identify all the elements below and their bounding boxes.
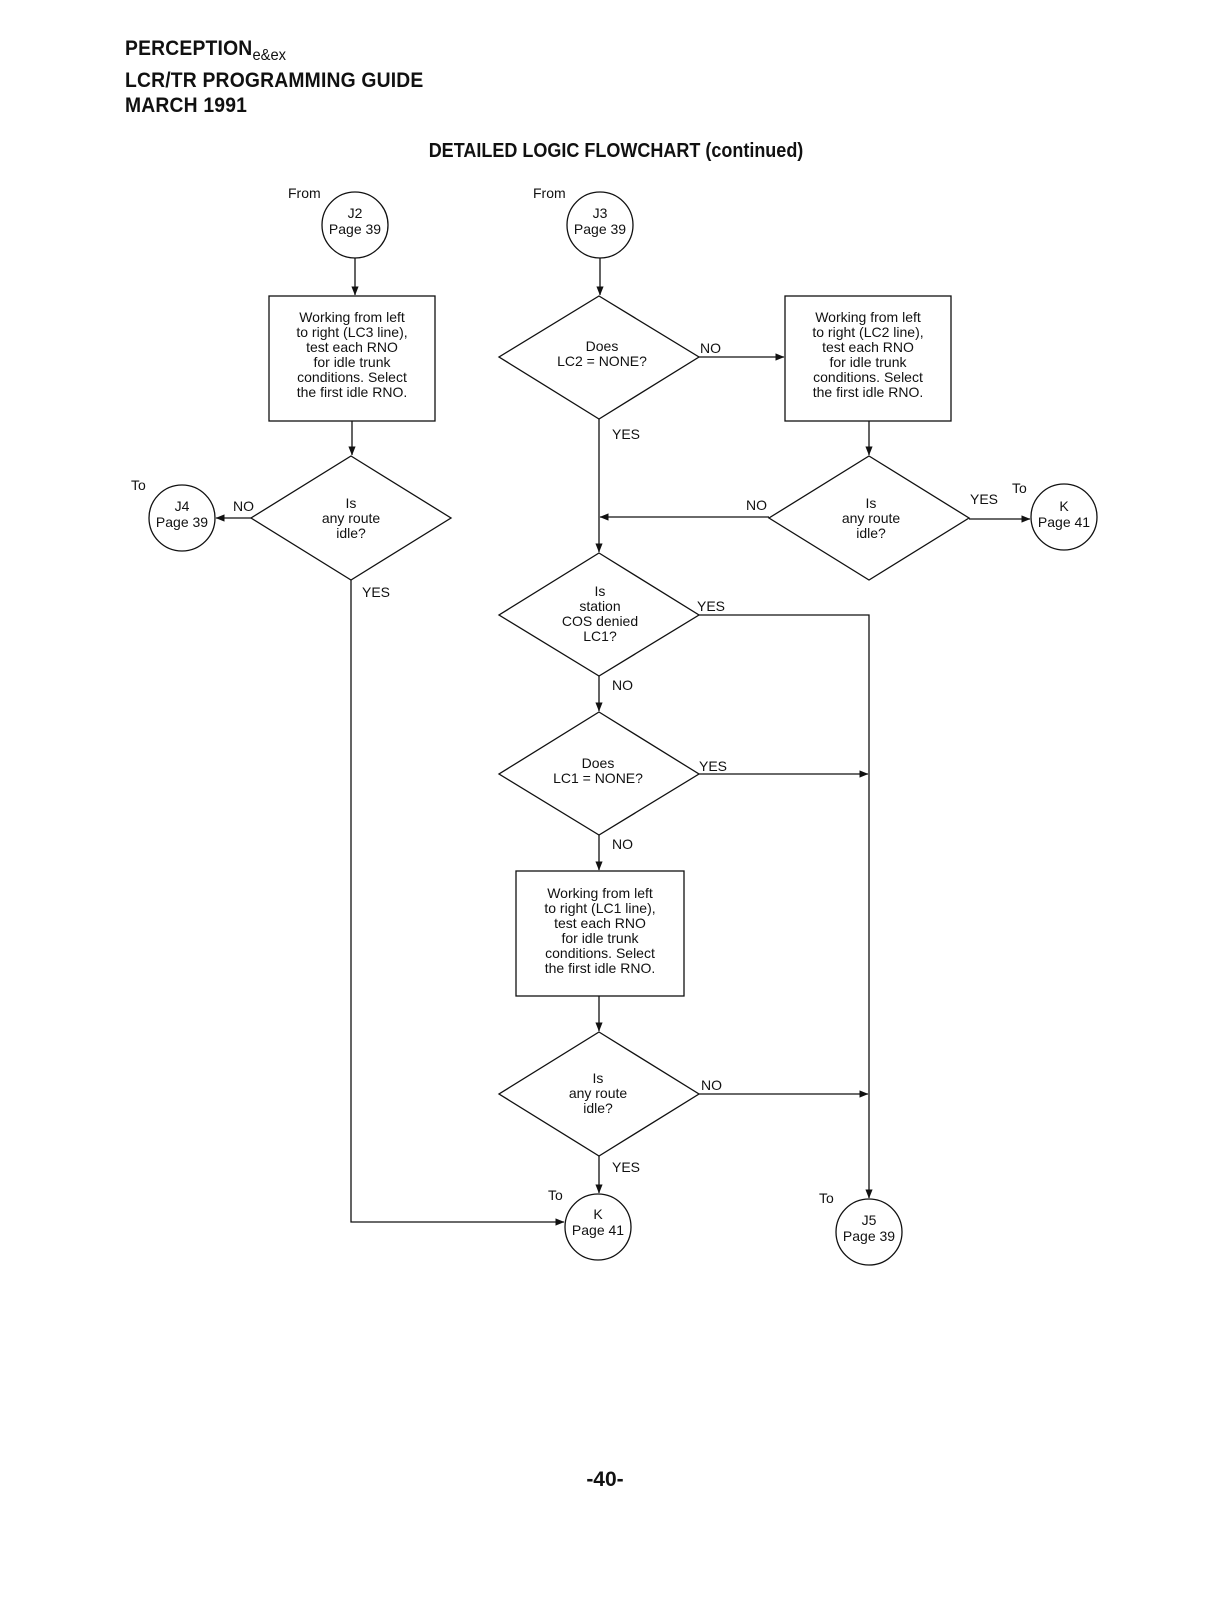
process-lc2-line: the first idle RNO. bbox=[813, 384, 923, 400]
decision-lc1-none: Does LC1 = NONE? bbox=[497, 711, 701, 836]
process-lc2-line: to right (LC2 line), bbox=[812, 324, 923, 340]
connector-j4-to: To bbox=[131, 477, 146, 493]
connector-k-right: To K Page 41 bbox=[1012, 480, 1098, 551]
branch-labels: NO YES NO YES NO YES YES NO YES NO NO YE… bbox=[233, 340, 998, 1175]
decision-lc1-none-line: Does bbox=[582, 755, 615, 771]
decision-lc2-none-line: Does bbox=[586, 338, 619, 354]
connector-j3: From J3 Page 39 bbox=[533, 185, 634, 259]
process-lc3-line: to right (LC3 line), bbox=[296, 324, 407, 340]
flow-lines bbox=[215, 258, 1031, 1226]
process-lc3: Working from left to right (LC3 line), t… bbox=[268, 295, 436, 422]
decision-route-idle-bottom: Is any route idle? bbox=[497, 1031, 701, 1157]
decision-cos-denied-line: Is bbox=[595, 583, 606, 599]
process-lc2-line: for idle trunk bbox=[829, 354, 907, 370]
connector-j3-id: J3 bbox=[593, 205, 608, 221]
connector-j2-from: From bbox=[288, 185, 321, 201]
decision-lc2-none-line: LC2 = NONE? bbox=[557, 353, 647, 369]
process-lc3-line: the first idle RNO. bbox=[297, 384, 407, 400]
connector-k-right-to: To bbox=[1012, 480, 1027, 496]
connector-j5: To J5 Page 39 bbox=[819, 1190, 903, 1266]
branch-label-yes: YES bbox=[612, 426, 640, 442]
connector-k-right-page: Page 41 bbox=[1038, 514, 1090, 530]
decision-lc1-none-line: LC1 = NONE? bbox=[553, 770, 643, 786]
connector-k-right-id: K bbox=[1059, 498, 1069, 514]
process-lc1-line: conditions. Select bbox=[545, 945, 655, 961]
header-guide: LCR/TR PROGRAMMING GUIDE bbox=[125, 69, 424, 92]
process-lc1-line: the first idle RNO. bbox=[545, 960, 655, 976]
connector-j5-id: J5 bbox=[862, 1212, 877, 1228]
decision-route-idle-left-line: any route bbox=[322, 510, 381, 526]
process-lc1: Working from left to right (LC1 line), t… bbox=[515, 870, 685, 997]
branch-label-no: NO bbox=[700, 340, 721, 356]
header-product: PERCEPTIONe&ex bbox=[125, 37, 286, 64]
branch-label-no: NO bbox=[612, 836, 633, 852]
connector-k-bottom-id: K bbox=[593, 1206, 603, 1222]
connector-j2: From J2 Page 39 bbox=[288, 185, 389, 259]
process-lc3-line: Working from left bbox=[299, 309, 405, 325]
branch-label-yes: YES bbox=[970, 491, 998, 507]
process-lc3-line: for idle trunk bbox=[313, 354, 391, 370]
branch-label-no: NO bbox=[612, 677, 633, 693]
process-lc3-line: conditions. Select bbox=[297, 369, 407, 385]
process-lc1-line: test each RNO bbox=[554, 915, 646, 931]
decision-route-idle-left-line: idle? bbox=[336, 525, 366, 541]
connector-j3-page: Page 39 bbox=[574, 221, 626, 237]
process-lc2-line: test each RNO bbox=[822, 339, 914, 355]
page-number: -40- bbox=[586, 1468, 624, 1491]
process-lc2-line: conditions. Select bbox=[813, 369, 923, 385]
process-lc1-line: to right (LC1 line), bbox=[544, 900, 655, 916]
branch-label-yes: YES bbox=[697, 598, 725, 614]
decision-lc2-none: Does LC2 = NONE? bbox=[497, 295, 701, 420]
branch-label-yes: YES bbox=[612, 1159, 640, 1175]
connector-k-bottom: To K Page 41 bbox=[548, 1187, 632, 1261]
document-header: PERCEPTIONe&ex LCR/TR PROGRAMMING GUIDE … bbox=[125, 36, 424, 118]
decision-route-idle-bottom-line: any route bbox=[569, 1085, 628, 1101]
decision-route-idle-right-line: any route bbox=[842, 510, 901, 526]
decision-cos-denied-line: COS denied bbox=[562, 613, 638, 629]
decision-route-idle-right-line: idle? bbox=[856, 525, 886, 541]
connector-k-bottom-page: Page 41 bbox=[572, 1222, 624, 1238]
decision-route-idle-left: Is any route idle? bbox=[249, 455, 453, 581]
connector-j4-id: J4 bbox=[175, 498, 190, 514]
decision-route-idle-bottom-line: idle? bbox=[583, 1100, 613, 1116]
branch-label-no: NO bbox=[701, 1077, 722, 1093]
process-lc1-line: Working from left bbox=[547, 885, 653, 901]
decision-route-idle-bottom-line: Is bbox=[593, 1070, 604, 1086]
process-lc3-line: test each RNO bbox=[306, 339, 398, 355]
connector-j2-page: Page 39 bbox=[329, 221, 381, 237]
connector-k-bottom-to: To bbox=[548, 1187, 563, 1203]
connector-j2-id: J2 bbox=[348, 205, 363, 221]
connector-j4: To J4 Page 39 bbox=[131, 477, 216, 552]
decision-route-idle-right: Is any route idle? bbox=[767, 455, 971, 581]
page-title: DETAILED LOGIC FLOWCHART (continued) bbox=[428, 140, 804, 162]
decision-route-idle-right-line: Is bbox=[866, 495, 877, 511]
flow-arrow bbox=[350, 580, 565, 1226]
decision-route-idle-left-line: Is bbox=[346, 495, 357, 511]
decision-cos-denied-line: LC1? bbox=[583, 628, 617, 644]
header-date: MARCH 1991 bbox=[125, 94, 248, 117]
decision-cos-denied: Is station COS denied LC1? bbox=[497, 552, 701, 677]
decision-cos-denied-line: station bbox=[579, 598, 620, 614]
process-lc1-line: for idle trunk bbox=[561, 930, 639, 946]
branch-label-no: NO bbox=[746, 497, 767, 513]
branch-label-yes: YES bbox=[362, 584, 390, 600]
connector-j5-to: To bbox=[819, 1190, 834, 1206]
process-lc2-line: Working from left bbox=[815, 309, 921, 325]
branch-label-yes: YES bbox=[699, 758, 727, 774]
connector-j4-page: Page 39 bbox=[156, 514, 208, 530]
connector-j3-from: From bbox=[533, 185, 566, 201]
flow-arrow bbox=[699, 614, 873, 1199]
process-lc2: Working from left to right (LC2 line), t… bbox=[784, 295, 952, 422]
branch-label-no: NO bbox=[233, 498, 254, 514]
connector-j5-page: Page 39 bbox=[843, 1228, 895, 1244]
